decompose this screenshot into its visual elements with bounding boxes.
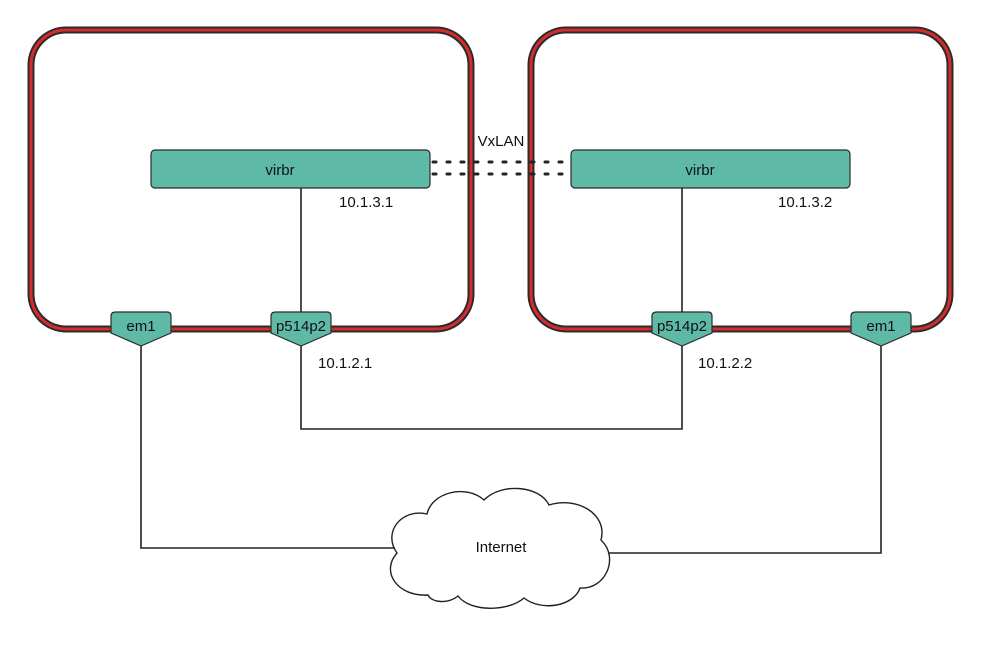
port-left-p514p2[interactable]: p514p2 (270, 311, 332, 347)
bridge-right[interactable]: virbr (570, 149, 851, 189)
port-right-p514p2-shape (651, 311, 713, 347)
link-p514p2-direct (300, 346, 683, 430)
port-left-p514p2-ip: 10.1.2.1 (318, 355, 372, 372)
port-right-em1[interactable]: em1 (850, 311, 912, 347)
port-left-em1-shape (110, 311, 172, 347)
port-right-p514p2-ip: 10.1.2.2 (698, 355, 752, 372)
internet-label: Internet (476, 539, 528, 556)
bridge-left-ip: 10.1.3.1 (339, 194, 393, 211)
link-right-em1-to-internet (600, 346, 882, 554)
bridge-right-label: virbr (685, 162, 714, 179)
port-left-em1-label: em1 (126, 318, 155, 335)
vxlan-label: VxLAN (478, 133, 525, 150)
host-right (527, 26, 954, 333)
port-left-p514p2-shape (270, 311, 332, 347)
port-right-em1-label: em1 (866, 318, 895, 335)
cloud-icon (389, 487, 611, 609)
port-left-p514p2-label: p514p2 (276, 318, 326, 335)
port-right-p514p2-label: p514p2 (657, 318, 707, 335)
port-left-em1[interactable]: em1 (110, 311, 172, 347)
bridge-right-ip: 10.1.3.2 (778, 194, 832, 211)
bridge-left-box (150, 149, 431, 189)
host-left-border-accent (29, 28, 473, 331)
port-right-em1-shape (850, 311, 912, 347)
host-left (27, 26, 475, 333)
bridge-left-label: virbr (265, 162, 294, 179)
bridge-right-box (570, 149, 851, 189)
internet-cloud[interactable]: Internet (389, 487, 611, 609)
bridge-left[interactable]: virbr (150, 149, 431, 189)
host-right-border-accent (529, 28, 952, 331)
port-right-p514p2[interactable]: p514p2 (651, 311, 713, 347)
link-left-em1-to-internet (140, 346, 395, 549)
